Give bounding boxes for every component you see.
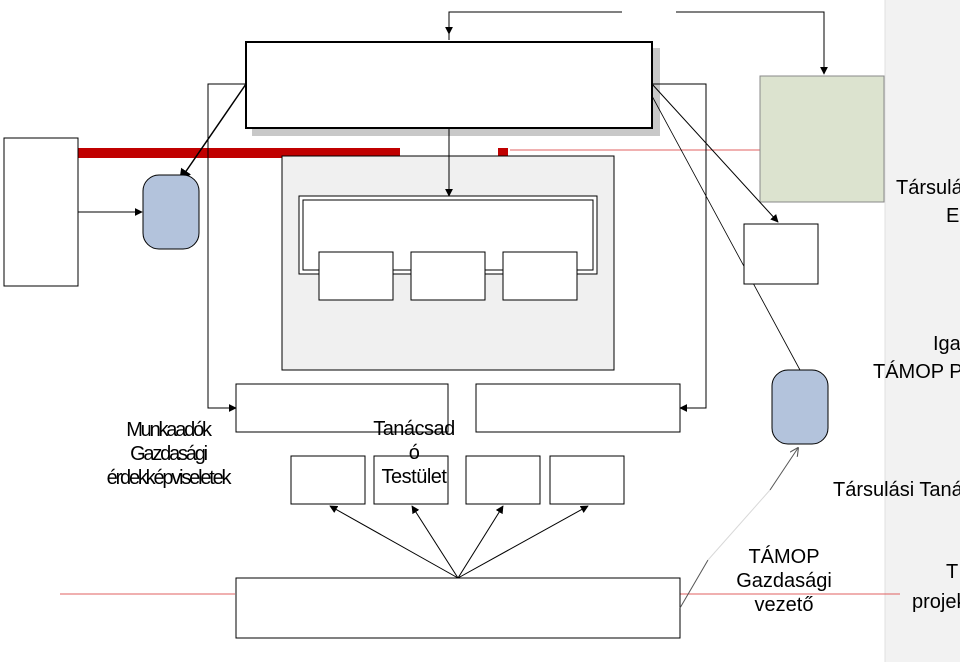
lower-box-4 xyxy=(549,455,625,505)
right-label-projek: projek xyxy=(912,591,960,613)
bottom-link-seg2 xyxy=(707,489,771,561)
bottom-link-seg3 xyxy=(769,448,798,491)
lower-box-3 xyxy=(465,455,541,505)
left-bracket xyxy=(207,83,246,412)
tanacsado-line2: ó xyxy=(408,442,420,464)
bottom-link-seg1 xyxy=(679,559,709,609)
tanacsado-label: Tanácsad ó Testület xyxy=(364,417,464,489)
mid-box-right xyxy=(475,383,681,433)
sub-box-2 xyxy=(410,251,486,301)
right-blue-node xyxy=(771,369,829,445)
munkaadok-line1: Munkaadók xyxy=(126,419,212,441)
red-band xyxy=(78,148,508,158)
right-green-box xyxy=(759,75,885,203)
sub-box-1 xyxy=(318,251,394,301)
top-to-right-node-line xyxy=(651,95,801,371)
tamop-gazd-line3: vezető xyxy=(754,594,814,616)
tanacsado-line1: Tanácsad xyxy=(373,418,455,440)
munkaadok-line3: érdekképviseletek xyxy=(106,467,232,489)
top-header-box xyxy=(245,41,653,129)
bottom-box xyxy=(235,577,681,639)
left-blue-node xyxy=(142,174,200,250)
fan-arrow-4 xyxy=(457,505,589,579)
tamop-gazdasagi-label: TÁMOP Gazdasági vezető xyxy=(726,545,842,617)
top-to-right-box-arrow xyxy=(651,83,779,223)
lower-box-1 xyxy=(290,455,366,505)
top-connector-left xyxy=(448,11,622,40)
right-bracket xyxy=(652,83,707,412)
right-label-tarsula: Társulá xyxy=(896,177,960,199)
top-to-left-node-arrow xyxy=(179,83,247,181)
munkaadok-line2: Gazdasági xyxy=(130,443,208,465)
right-label-t: T xyxy=(946,561,959,583)
munkaadok-label: Munkaadók Gazdasági érdekképviseletek xyxy=(68,418,268,490)
sub-box-3 xyxy=(502,251,578,301)
right-label-tarsulasi-tana: Társulási Taná xyxy=(833,479,960,501)
fan-arrow-1 xyxy=(329,505,459,579)
left-side-box xyxy=(3,137,79,287)
right-small-box xyxy=(743,223,819,285)
lower-box-tanacsado xyxy=(373,455,449,505)
top-connector-right xyxy=(676,11,828,75)
right-label-e: E xyxy=(946,205,960,227)
tamop-gazd-line2: Gazdasági xyxy=(736,570,832,592)
tanacsado-line3: Testület xyxy=(381,466,447,488)
tamop-gazd-line1: TÁMOP xyxy=(748,546,820,568)
right-label-iga: Iga xyxy=(933,333,960,355)
mid-box-left xyxy=(235,383,449,433)
fan-arrow-2 xyxy=(411,505,459,579)
right-label-tamop-p: TÁMOP P xyxy=(873,361,960,383)
fan-arrow-3 xyxy=(457,505,504,579)
right-background xyxy=(885,0,960,662)
